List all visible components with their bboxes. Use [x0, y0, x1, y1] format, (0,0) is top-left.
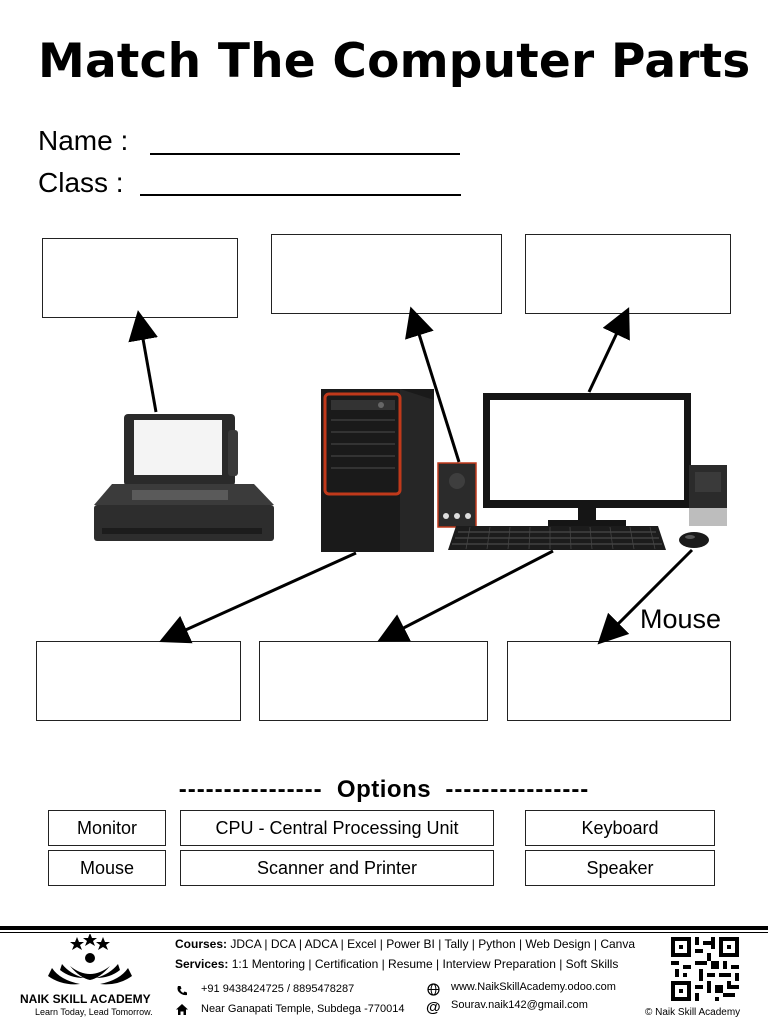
- globe-icon: [427, 983, 440, 996]
- footer-divider-thin: [0, 932, 768, 933]
- footer-divider: [0, 926, 768, 930]
- computer-parts-illustration: [94, 306, 727, 645]
- option-cpu[interactable]: CPU - Central Processing Unit: [180, 810, 494, 846]
- option-speaker[interactable]: Speaker: [525, 850, 715, 886]
- courses-list: JDCA | DCA | ADCA | Excel | Power BI | T…: [230, 937, 636, 951]
- monitor-image: [483, 393, 691, 526]
- services-label: Services:: [175, 957, 229, 971]
- answer-box-mouse[interactable]: [507, 641, 731, 721]
- arrow-printer: [128, 310, 158, 413]
- arrow-speaker: [405, 306, 461, 463]
- answer-box-keyboard[interactable]: [259, 641, 488, 721]
- options-dashes-right: ----------------: [445, 776, 590, 803]
- class-label: Class :: [38, 167, 124, 198]
- courses-line: Courses: JDCA | DCA | ADCA | Excel | Pow…: [175, 937, 635, 951]
- arrow-keyboard: [377, 549, 554, 642]
- answer-box-monitor[interactable]: [525, 234, 731, 314]
- option-monitor[interactable]: Monitor: [48, 810, 166, 846]
- arrow-cpu: [159, 551, 357, 644]
- phone-icon: [177, 986, 187, 996]
- arrow-monitor: [587, 307, 630, 393]
- page-title: Match The Computer Parts: [38, 34, 751, 89]
- options-title: Options: [336, 776, 432, 803]
- mouse-hint-label: Mouse: [640, 604, 722, 634]
- qr-code: [671, 937, 739, 1001]
- option-mouse[interactable]: Mouse: [48, 850, 166, 886]
- website-link[interactable]: www.NaikSkillAcademy.odoo.com: [451, 981, 616, 993]
- speaker-right-image: [689, 465, 727, 526]
- class-field[interactable]: [140, 194, 461, 196]
- arrow-mouse: [597, 548, 694, 645]
- keyboard-image: [448, 526, 666, 550]
- printer-scanner-image: [94, 414, 274, 541]
- phone-text: +91 9438424725 / 8895478287: [201, 983, 355, 995]
- email-link[interactable]: Sourav.naik142@gmail.com: [451, 999, 588, 1011]
- option-keyboard[interactable]: Keyboard: [525, 810, 715, 846]
- academy-logo: [48, 934, 132, 985]
- home-icon: [176, 1004, 188, 1015]
- address-text: Near Ganapati Temple, Subdega -770014: [201, 1003, 405, 1015]
- name-field[interactable]: [150, 153, 460, 155]
- option-scanner-printer[interactable]: Scanner and Printer: [180, 850, 494, 886]
- academy-tagline: Learn Today, Lead Tomorrow.: [35, 1007, 153, 1017]
- name-label: Name :: [38, 125, 129, 156]
- academy-name: NAIK SKILL ACADEMY: [20, 992, 151, 1006]
- answer-box-cpu[interactable]: [36, 641, 241, 721]
- cpu-tower-image: [321, 389, 434, 552]
- copyright-text: © Naik Skill Academy: [645, 1007, 741, 1018]
- services-line: Services: 1:1 Mentoring | Certification …: [175, 957, 618, 971]
- options-heading: ---------------- Options ---------------…: [0, 776, 768, 804]
- options-dashes-left: ----------------: [178, 776, 323, 803]
- courses-label: Courses:: [175, 937, 228, 951]
- services-list: 1:1 Mentoring | Certification | Resume |…: [231, 957, 619, 971]
- speaker-left-image: [437, 462, 477, 528]
- at-icon: @: [426, 999, 441, 1016]
- mouse-image: [679, 532, 709, 548]
- answer-box-speaker[interactable]: [271, 234, 502, 314]
